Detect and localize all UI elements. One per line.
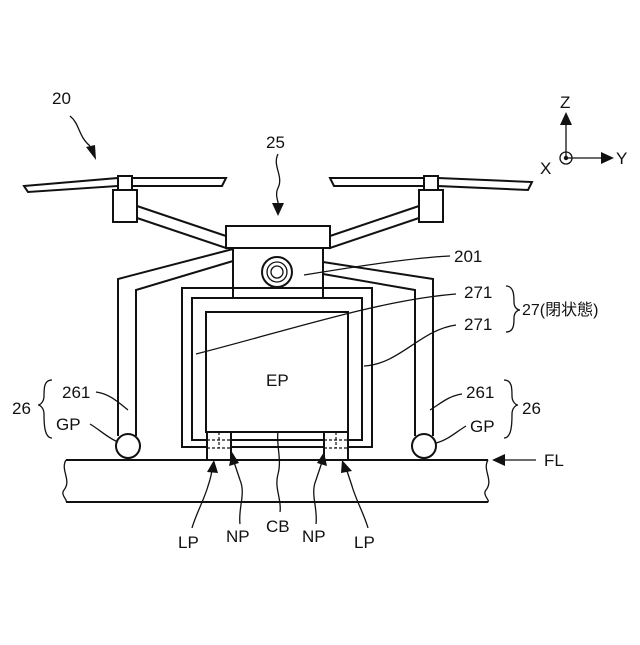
label-leg-group-left: 26 xyxy=(12,399,31,418)
right-propeller xyxy=(330,176,532,222)
axis-label-z: Z xyxy=(560,93,570,112)
label-package: EP xyxy=(266,371,289,390)
label-body-unit: 25 xyxy=(266,133,285,152)
label-floor: FL xyxy=(544,451,564,470)
camera xyxy=(262,257,292,287)
right-contact xyxy=(324,432,348,460)
label-arm-lower: 271 xyxy=(464,315,492,334)
label-pin-right: NP xyxy=(302,527,326,546)
label-cable: CB xyxy=(266,517,290,536)
label-camera: 201 xyxy=(454,247,482,266)
label-contact-left: LP xyxy=(178,533,199,552)
left-contact xyxy=(207,432,231,460)
axis-label-y: Y xyxy=(616,149,627,168)
label-leg-left: 261 xyxy=(62,383,90,402)
label-drone: 20 xyxy=(52,89,71,108)
axis-label-x: X xyxy=(540,159,551,178)
label-pin-left: NP xyxy=(226,527,250,546)
floor xyxy=(63,460,489,502)
label-contact-right: LP xyxy=(354,533,375,552)
left-grip-ball xyxy=(116,434,140,458)
label-grip-left: GP xyxy=(56,415,81,434)
axis-triad xyxy=(560,112,614,164)
label-arm-upper: 271 xyxy=(464,283,492,302)
left-propeller xyxy=(24,176,226,222)
label-leg-right: 261 xyxy=(466,383,494,402)
right-grip-ball xyxy=(412,434,436,458)
label-arm-group: 27(閉状態) xyxy=(522,301,598,319)
label-grip-right: GP xyxy=(470,417,495,436)
label-leg-group-right: 26 xyxy=(522,399,541,418)
